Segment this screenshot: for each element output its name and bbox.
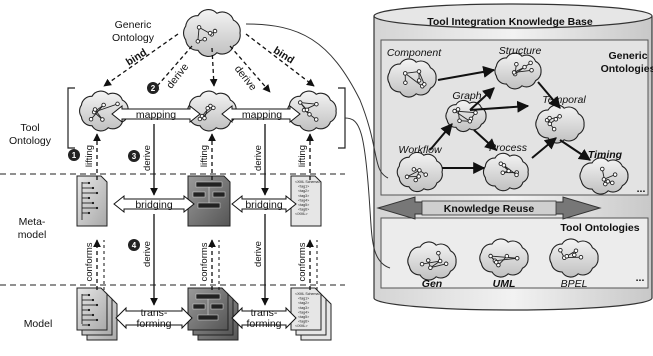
meta-model-label-1: Meta- [19,216,46,228]
tool-ontology-label-2: Ontology [9,135,52,147]
tool-ontology-bracket-left [68,88,75,148]
bridging-label-1: bridging [135,199,173,211]
bridging-label-2: bridging [245,199,283,211]
cloud-temporal [536,105,584,143]
xml-line: <tag4> [298,310,309,314]
mapping-label-2: mapping [242,109,282,121]
xml-line: <tag2> [298,301,309,305]
generic-ontologies-title-2: Ontologies [601,63,653,75]
tool-label-uml: UML [493,278,516,290]
cloud-workflow [397,152,442,191]
cloud-process [483,153,528,190]
generic-ontology-label-1: Generic [115,19,152,31]
tool-ontologies-title: Tool Ontologies [560,222,639,234]
xml-line: <tag1> [298,185,309,189]
tool-more-ellipsis: ... [636,272,645,284]
tool-ontology-label-1: Tool [20,122,39,134]
cloud-label-timing: Timing [588,149,623,161]
cloud-tool-bpel [550,239,598,277]
model-doc-3: <XML Schema><tag1><tag2><tag3><tag4><tag… [291,288,331,340]
cloud-label-temporal: Temporal [542,94,586,106]
step-number-1: 1 [72,151,77,160]
step-number-4: 4 [132,241,137,250]
bind-label-right: bind [271,44,296,66]
xml-line: <tag3> [298,194,309,198]
cloud-label-component: Component [387,47,442,59]
derive-label-left: derive [164,61,191,91]
cloud-label-workflow: Workflow [398,144,443,156]
xml-line: <XML Schema> [295,180,321,184]
generic-ontology-label-2: Ontology [112,32,155,44]
lifting-label-1: lifting [84,145,95,167]
mapping-label-1: mapping [136,109,176,121]
cloud-tool-uml [480,239,528,277]
xml-line: <tag2> [298,189,309,193]
metamodel-doc-1 [77,176,107,226]
step-number-2: 2 [151,84,156,93]
xml-line: <tag5> [298,315,309,319]
derive-vertical-label-4: derive [253,241,264,267]
xml-line: <tag1> [298,297,309,301]
xml-line: <XML Schema> [295,292,321,296]
generic-more-ellipsis: ... [637,183,646,195]
tool-label-gen: Gen [422,278,442,290]
xml-line: </XML> [295,324,308,328]
tool-ontology-bracket-right [338,88,345,148]
metamodel-doc-3: <XML Schema><tag1><tag2><tag3><tag4><tag… [291,176,321,226]
step-number-3: 3 [132,152,137,161]
bind-label-left: bind [124,46,149,68]
cloud-label-graph: Graph [452,90,481,102]
lifting-label-3: lifting [297,145,308,167]
xml-line: <tag3> [298,306,309,310]
metamodel-doc-2 [188,176,230,226]
connector-curves [246,24,390,268]
model-label: Model [24,318,53,330]
tool-label-bpel: BPEL [561,278,588,290]
conforms-label-1: conforms [84,242,95,281]
xml-line: </XML> [295,212,308,216]
cloud-timing [580,158,628,194]
knowledge-reuse-label: Knowledge Reuse [444,203,535,215]
derive-vertical-label-2: derive [253,145,264,171]
conforms-label-2: conforms [199,242,210,281]
model-doc-1 [77,288,117,340]
xml-line: <tag6> [298,320,309,324]
transforming-label-2b: forming [246,318,281,330]
cloud-label-process: Process [489,142,528,154]
lifting-label-2: lifting [199,145,210,167]
knowledge-base-title: Tool Integration Knowledge Base [427,16,593,28]
transforming-label-1b: forming [136,318,171,330]
cloud-label-structure: Structure [499,45,542,57]
cloud-graph [446,100,486,131]
xml-line: <tag6> [298,208,309,212]
generic-ontologies-title-1: Generic [608,50,647,62]
cloud-structure [495,53,541,89]
xml-line: <tag4> [298,198,309,202]
cloud-component [388,59,436,97]
derive-vertical-label-1: derive [142,145,153,171]
meta-model-label-2: model [18,229,47,241]
xml-line: <tag5> [298,203,309,207]
cloud-tool-gen [408,242,456,280]
conforms-label-3: conforms [297,242,308,281]
model-doc-2 [188,288,238,340]
derive-label-right: derive [232,63,259,93]
derive-vertical-label-3: derive [142,241,153,267]
